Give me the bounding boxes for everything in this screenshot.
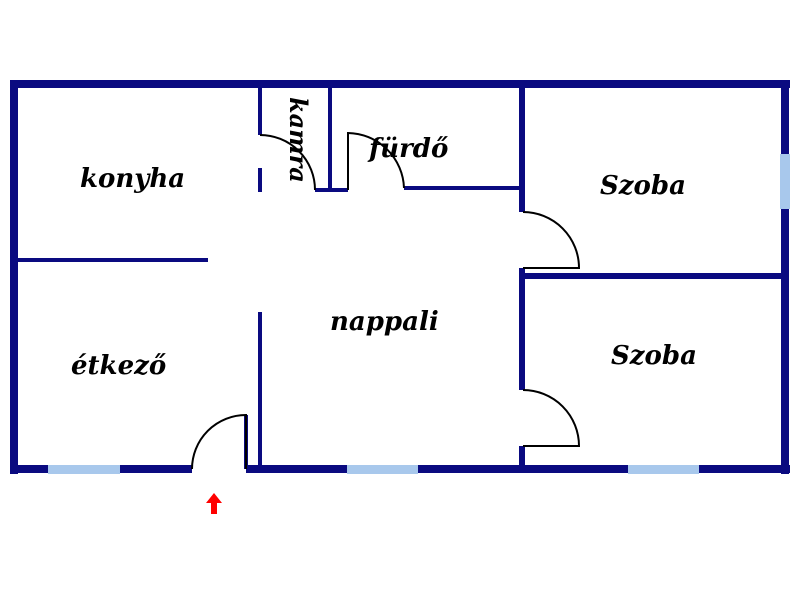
room-label-kitchen: konyha: [80, 164, 185, 194]
window-living-room: [347, 465, 418, 474]
windows: [48, 154, 790, 474]
door-entrance: [191, 413, 247, 470]
room-label-pantry: kamra: [284, 97, 313, 183]
room-label-bedroom-bottom: Szoba: [611, 341, 697, 371]
window-bedroom-bottom: [628, 465, 699, 474]
room-label-living-room: nappali: [330, 307, 439, 337]
door-bedroom-bottom: [522, 389, 581, 447]
room-label-bedroom-top: Szoba: [600, 171, 686, 201]
walls: [10, 80, 790, 474]
entrance-arrow-icon: [206, 493, 222, 514]
room-label-dining: étkező: [71, 351, 166, 381]
door-pantry: [259, 134, 316, 191]
window-bedroom-top: [780, 154, 790, 209]
doors: [191, 131, 581, 470]
door-bathroom: [347, 131, 405, 190]
window-dining: [48, 465, 120, 474]
room-label-bathroom: fürdő: [367, 134, 448, 164]
door-bedroom-top: [522, 211, 581, 269]
